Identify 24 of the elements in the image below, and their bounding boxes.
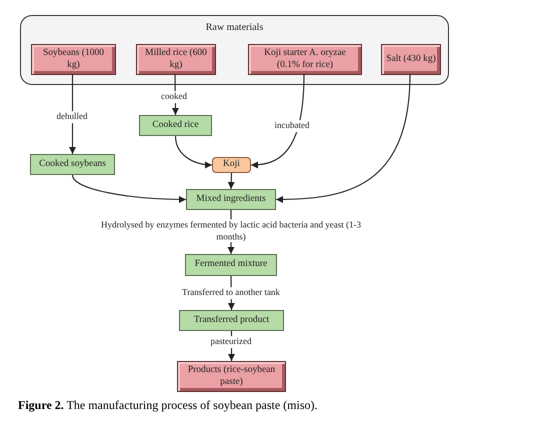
arrow bbox=[174, 136, 212, 168]
arrow bbox=[228, 172, 235, 190]
raised-box: Milled rice (600 kg) bbox=[136, 44, 216, 75]
raised-box: Koji starter A. oryzae (0.1% for rice) bbox=[248, 44, 362, 75]
edge-label: pasteurized bbox=[210, 336, 252, 348]
process-box: Koji bbox=[212, 157, 251, 173]
arrow bbox=[250, 74, 305, 168]
group-heading: Raw materials bbox=[204, 22, 264, 34]
process-box: Cooked soybeans bbox=[30, 154, 115, 175]
process-box: Fermented mixture bbox=[185, 254, 277, 276]
process-box: Mixed ingredients bbox=[186, 189, 276, 210]
figure-caption: Figure 2. The manufacturing process of soybean paste (miso). bbox=[18, 397, 318, 414]
raised-box: Salt (430 kg) bbox=[381, 44, 441, 75]
group-box bbox=[20, 15, 449, 85]
edge-label: cooked bbox=[161, 91, 187, 103]
raised-box: Soybeans (1000 kg) bbox=[31, 44, 116, 75]
raised-box: Products (rice-soybean paste) bbox=[177, 361, 286, 392]
edge-label: Transferred to another tank bbox=[182, 287, 280, 299]
arrow bbox=[276, 74, 411, 203]
edge-label: dehulled bbox=[56, 111, 88, 123]
edge-label: incubated bbox=[274, 120, 310, 132]
process-box: Transferred product bbox=[179, 310, 284, 331]
process-box: Cooked rice bbox=[139, 115, 212, 136]
arrow bbox=[72, 174, 186, 203]
